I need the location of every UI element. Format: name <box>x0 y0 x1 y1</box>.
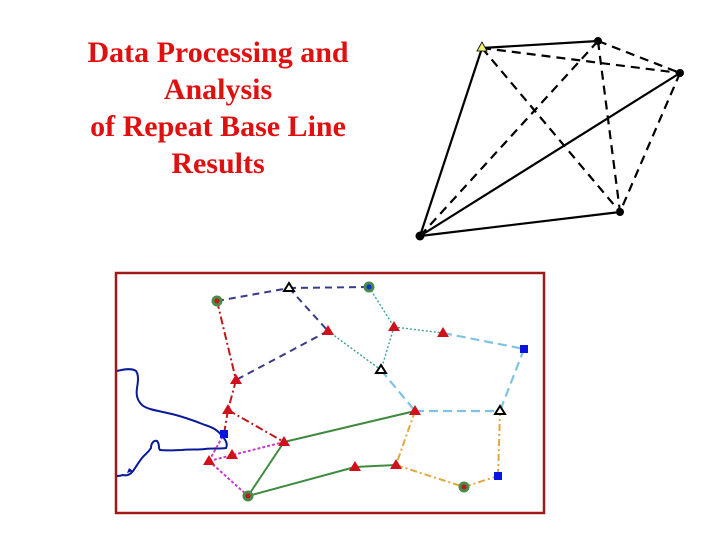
bottom-network-map <box>114 271 546 515</box>
station-dot-icon <box>594 37 602 45</box>
orange-dashdot-lines <box>395 410 501 488</box>
station-circle-green-icon <box>211 295 223 307</box>
station-dot-icon <box>676 69 684 77</box>
station-circle-green-icon <box>458 481 470 493</box>
teal-dotted-lines <box>327 286 444 371</box>
top-baseline-network <box>415 37 684 241</box>
station-triangle-black-icon <box>493 404 507 415</box>
station-triangle-black-icon <box>282 281 296 292</box>
title-line-3: of Repeat Base Line <box>90 110 346 143</box>
station-markers <box>203 281 528 502</box>
station-triangle-red-icon <box>230 374 242 384</box>
solid-baselines <box>418 39 681 238</box>
map-frame <box>114 271 546 515</box>
title-line-4: Results <box>171 147 265 180</box>
dashed-baselines <box>419 39 682 237</box>
station-square-blue-icon <box>520 345 528 353</box>
station-triangles-red <box>203 321 449 471</box>
station-dot-icon <box>415 231 425 241</box>
station-triangle-red-icon <box>278 436 290 446</box>
station-square-blue-icon <box>220 430 228 438</box>
slide-title: Data Processing and Analysis of Repeat B… <box>40 34 396 182</box>
title-line-1: Data Processing and <box>87 36 349 69</box>
station-triangle-red-icon <box>203 455 215 465</box>
coastline-arrow-icon <box>127 468 133 473</box>
station-triangle-red-icon <box>437 327 449 337</box>
station-triangle-black-icon <box>374 363 388 374</box>
station-triangle-icon <box>476 41 488 52</box>
lightblue-dashed-lines <box>380 331 526 413</box>
magenta-dotted-lines <box>208 433 285 497</box>
station-triangle-red-icon <box>349 461 361 471</box>
station-triangle-red-icon <box>222 404 234 414</box>
station-circle-green-icon <box>242 490 254 502</box>
title-line-2: Analysis <box>163 73 273 106</box>
coastline <box>116 368 228 477</box>
green-solid-lines <box>247 410 416 497</box>
station-circle-green-icon <box>363 281 375 293</box>
station-triangle-red-icon <box>226 449 238 459</box>
station-triangle-red-icon <box>409 405 421 415</box>
station-triangle-red-icon <box>388 321 400 331</box>
station-square-blue-icon <box>494 472 502 480</box>
station-dot-icon <box>616 208 624 216</box>
navy-dashed-lines <box>216 286 370 381</box>
station-triangle-red-icon <box>390 459 402 469</box>
station-triangle-red-icon <box>322 325 334 335</box>
